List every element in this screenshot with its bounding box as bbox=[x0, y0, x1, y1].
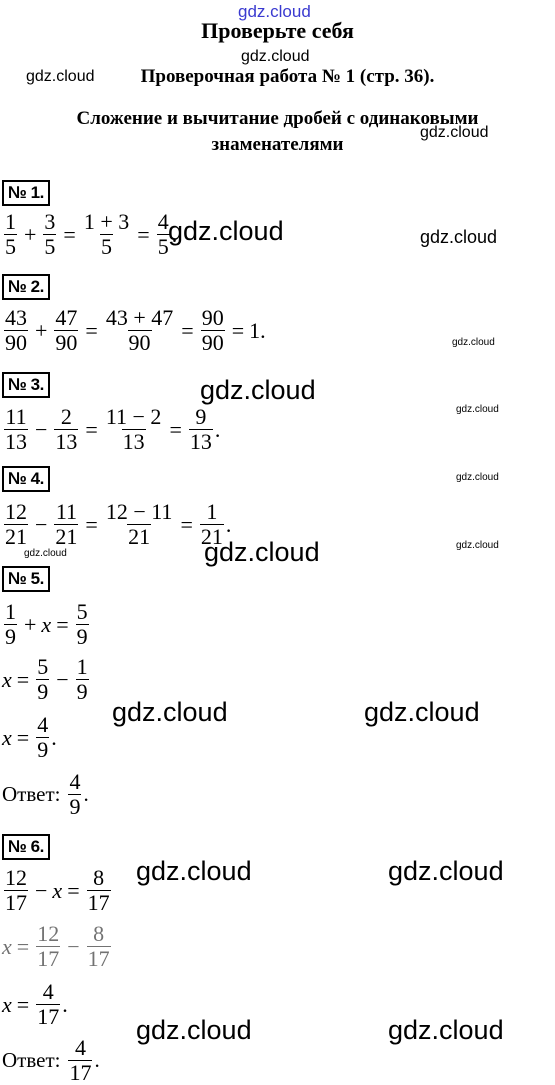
watermark: gdz.cloud bbox=[388, 856, 504, 886]
watermark-top: gdz.cloud bbox=[238, 2, 311, 21]
watermark: gdz.cloud bbox=[420, 227, 498, 247]
task-label-2: № 2. bbox=[2, 274, 50, 300]
watermark: gdz.cloud bbox=[420, 124, 489, 141]
watermark: gdz.cloud bbox=[241, 48, 310, 65]
page-title: Проверьте себя bbox=[201, 18, 354, 43]
watermark: gdz.cloud bbox=[200, 375, 316, 405]
watermark: gdz.cloud bbox=[456, 540, 499, 551]
task-label-6: № 6. bbox=[2, 834, 50, 860]
watermark: gdz.cloud bbox=[24, 548, 67, 559]
watermark: gdz.cloud bbox=[452, 337, 495, 348]
task-label-1: № 1. bbox=[2, 180, 50, 206]
task-label-4: № 4. bbox=[2, 466, 50, 492]
watermark: gdz.cloud bbox=[136, 1015, 252, 1045]
task-label-3: № 3. bbox=[2, 372, 50, 398]
watermark: gdz.cloud bbox=[168, 216, 284, 246]
topic-title: Сложение и вычитание дробей с одинаковым… bbox=[76, 108, 479, 155]
work-title: Проверочная работа № 1 (стр. 36). bbox=[140, 66, 435, 87]
watermark: gdz.cloud bbox=[204, 537, 320, 567]
watermark: gdz.cloud bbox=[136, 856, 252, 886]
watermark: gdz.cloud bbox=[388, 1015, 504, 1045]
task-label-5: № 5. bbox=[2, 566, 50, 592]
watermark: gdz.cloud bbox=[364, 697, 480, 727]
watermark: gdz.cloud bbox=[456, 472, 499, 483]
watermark: gdz.cloud bbox=[112, 697, 228, 727]
watermark: gdz.cloud bbox=[26, 68, 95, 85]
watermark: gdz.cloud bbox=[456, 404, 499, 415]
